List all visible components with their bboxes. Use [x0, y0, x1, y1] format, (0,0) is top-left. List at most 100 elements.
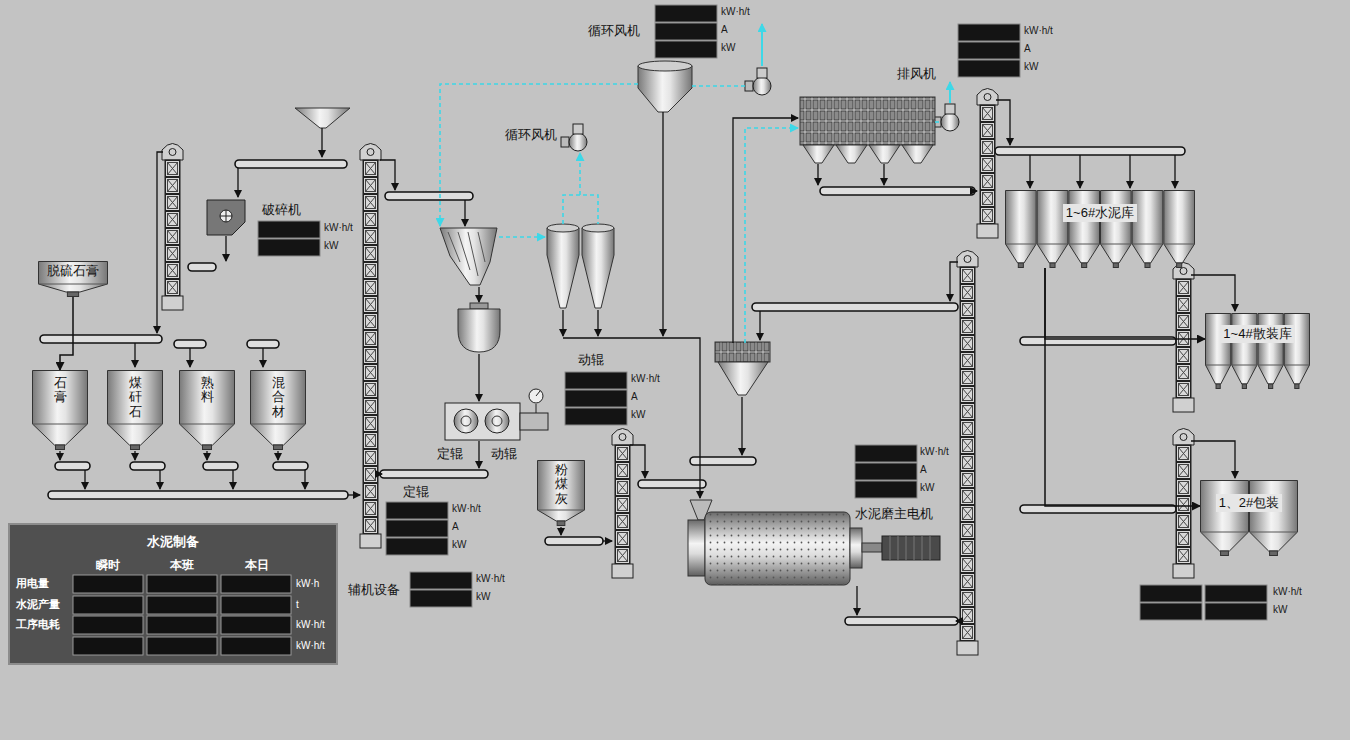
material-line [950, 262, 958, 301]
table-unit: kW·h/t [296, 640, 325, 652]
feed-hopper [295, 108, 350, 128]
unit-label: kW [452, 539, 466, 551]
material-line [630, 445, 645, 478]
silo: 粉煤灰 [537, 460, 585, 526]
material-line [1079, 155, 1080, 188]
material-line [380, 160, 395, 190]
node-outline [538, 510, 585, 511]
unit-label: kW·h/t [920, 446, 949, 458]
unit-label: kW·h/t [631, 373, 660, 385]
bucket-elevator [1180, 268, 1187, 275]
material-line [159, 470, 160, 489]
node-outline [538, 461, 585, 526]
silo: 石膏 [32, 370, 88, 450]
table-row-label: 水泥产量 [16, 598, 60, 611]
cyclone [547, 61, 692, 308]
bag-filter [803, 145, 834, 163]
table-cell [73, 596, 143, 614]
node-label: 1~6#水泥库 [1063, 204, 1137, 222]
cement-mill [688, 500, 940, 585]
belt-conveyor [130, 462, 165, 470]
material-line [478, 354, 479, 401]
belt-conveyor [545, 537, 603, 545]
bucket-elevator [612, 429, 633, 579]
material-line [59, 451, 60, 460]
unit-label: A [721, 24, 728, 36]
panel-title: 水泥制备 [147, 533, 199, 551]
node-outline [1113, 263, 1118, 268]
unit-label: kW·h/t [452, 503, 481, 515]
roller-press [492, 416, 502, 426]
unit-label: A [631, 391, 638, 403]
belt-conveyor [55, 462, 90, 470]
steady-bin [458, 309, 500, 352]
cyclone [582, 228, 614, 308]
material-line [996, 100, 1010, 145]
readout-box [855, 463, 917, 480]
node-outline [1269, 384, 1273, 389]
node-outline [1164, 191, 1195, 268]
bucket-elevator [1173, 263, 1194, 280]
node-outline [1050, 263, 1055, 268]
unit-label: kW·h/t [324, 222, 353, 234]
node-outline [1101, 191, 1132, 268]
material-line [562, 310, 563, 336]
table-row-label: 工序电耗 [16, 618, 60, 631]
table-cell [147, 616, 217, 634]
node-outline [1069, 191, 1100, 268]
material-line [741, 397, 742, 455]
material-line [759, 311, 760, 340]
readout-box [1140, 585, 1202, 602]
bucket-elevator [1173, 429, 1194, 446]
readout-box [655, 5, 717, 22]
node-outline [538, 461, 585, 522]
material-line [733, 118, 798, 343]
node-outline [1201, 481, 1249, 552]
node-outline [1006, 244, 1037, 245]
node-outline [1069, 191, 1100, 264]
v-separator [448, 232, 485, 276]
node-label: 熟料 [201, 376, 214, 405]
readout-box [855, 445, 917, 462]
belt-conveyor [638, 480, 706, 488]
fan [569, 133, 587, 151]
unit-label: A [452, 521, 459, 533]
bucket-elevator [360, 534, 381, 548]
bucket-elevator [964, 256, 971, 263]
roller-press [445, 403, 520, 440]
node-outline [180, 371, 235, 450]
unit-label: A [1024, 43, 1031, 55]
separator [715, 342, 770, 395]
node-outline [203, 445, 212, 450]
belt-conveyor [235, 160, 347, 168]
material-line [134, 343, 135, 367]
belt-conveyor [380, 470, 488, 478]
unit-label: kW [1024, 61, 1038, 73]
node-outline [1018, 263, 1023, 268]
table-cell [147, 596, 217, 614]
node-outline [1132, 191, 1163, 268]
node-outline [251, 371, 306, 446]
cement-mill [890, 536, 930, 560]
node-outline [1201, 481, 1249, 556]
node-outline [1037, 191, 1068, 264]
material-line [478, 287, 479, 302]
node-label: 煤矸石 [129, 376, 142, 419]
node-outline [1242, 384, 1246, 389]
material-line [560, 527, 561, 535]
node-outline [1101, 244, 1132, 245]
unit-label: kW [920, 482, 934, 494]
fan [945, 104, 955, 114]
roller-press [536, 391, 540, 396]
feed-hopper [295, 108, 350, 128]
roller-press [520, 413, 548, 430]
air-duct [745, 128, 798, 343]
equipment-label: 定辊 [403, 484, 429, 500]
crusher [220, 210, 232, 222]
node-outline [131, 445, 140, 450]
unit-label: kW·h/t [1273, 586, 1302, 598]
node-outline [1132, 191, 1163, 264]
bucket-elevator [363, 160, 378, 534]
table-row-label: 用电量 [16, 577, 49, 590]
